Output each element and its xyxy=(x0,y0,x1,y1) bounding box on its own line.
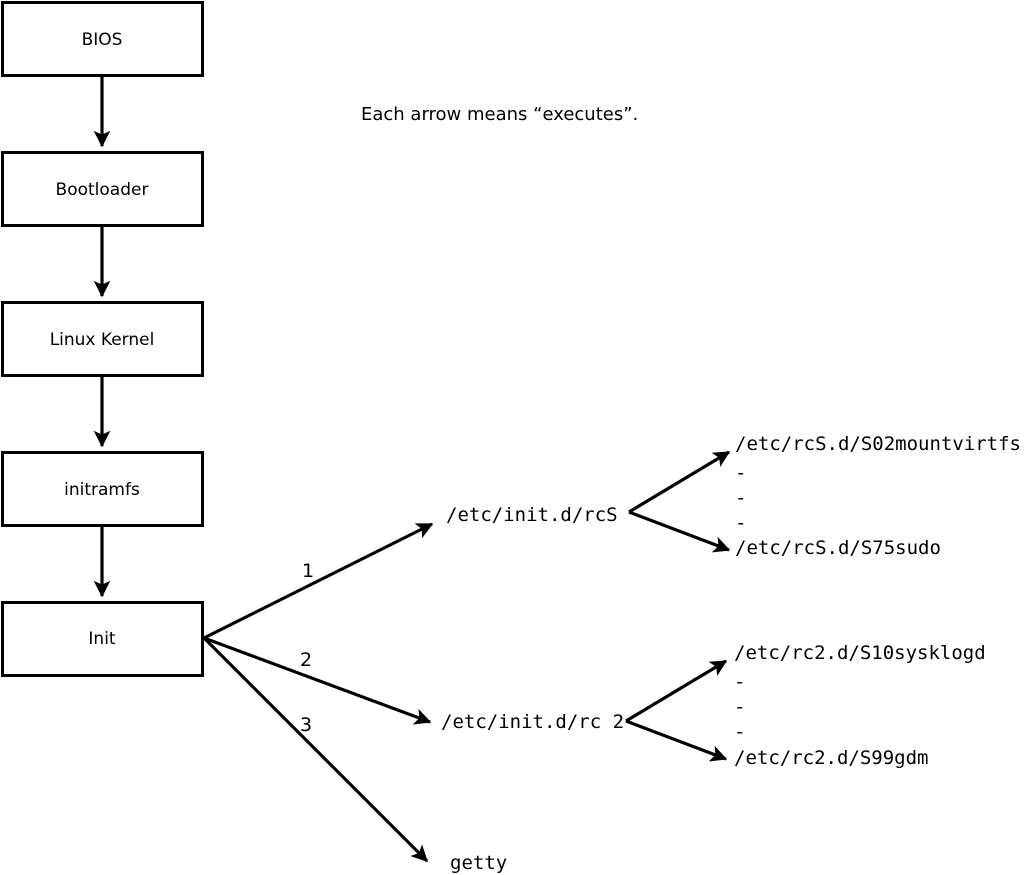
boot-chain-group: BIOS Bootloader Linux Kernel initramfs I… xyxy=(1,1,204,677)
node-bootloader[interactable]: Bootloader xyxy=(1,151,204,227)
rcs-ellipsis-dash-1: - xyxy=(735,462,746,484)
arrow-rcs-to-first-script xyxy=(628,450,731,514)
rcs-fanout-arrows xyxy=(628,450,731,553)
branch-number-3: 3 xyxy=(300,714,312,736)
label-getty[interactable]: getty xyxy=(450,852,507,874)
rc2-ellipsis-dash-3: - xyxy=(734,721,745,743)
init-branch-labels: /etc/init.d/rcS /etc/init.d/rc 2 getty xyxy=(441,504,624,874)
node-bios[interactable]: BIOS xyxy=(1,1,204,77)
init-branch-arrows xyxy=(202,522,434,863)
rcs-script-labels: /etc/rcS.d/S02mountvirtfs - - - /etc/rcS… xyxy=(735,433,1021,559)
node-linux-kernel-rect xyxy=(1,301,204,377)
rcs-ellipsis-dash-2: - xyxy=(735,487,746,509)
arrow-init-to-getty xyxy=(202,636,429,863)
node-initramfs-rect xyxy=(1,451,204,527)
init-branch-numbers: 1 2 3 xyxy=(300,560,314,736)
rc2-ellipsis-dash-1: - xyxy=(734,671,745,693)
node-bios-rect xyxy=(1,1,204,77)
arrow-rcs-to-last-script xyxy=(628,510,731,553)
branch-number-2: 2 xyxy=(300,649,312,671)
rc2-script-first[interactable]: /etc/rc2.d/S10sysklogd xyxy=(734,642,986,664)
label-etc-initd-rc2[interactable]: /etc/init.d/rc 2 xyxy=(441,711,624,733)
node-bios-label: BIOS xyxy=(82,30,123,50)
rcs-script-last[interactable]: /etc/rcS.d/S75sudo xyxy=(735,537,941,559)
node-bootloader-rect xyxy=(1,151,204,227)
node-init-label: Init xyxy=(88,629,116,649)
rcs-script-first[interactable]: /etc/rcS.d/S02mountvirtfs xyxy=(735,433,1021,455)
caption-text: Each arrow means “executes”. xyxy=(361,104,638,125)
arrow-init-to-rc2 xyxy=(203,636,432,725)
node-bootloader-label: Bootloader xyxy=(56,180,149,200)
node-init[interactable]: Init xyxy=(1,601,204,677)
arrow-rc2-to-first-script xyxy=(625,659,728,723)
rcs-ellipsis-dash-3: - xyxy=(735,512,746,534)
arrow-init-to-rcs xyxy=(203,522,434,640)
node-initramfs-label: initramfs xyxy=(64,480,140,500)
node-initramfs[interactable]: initramfs xyxy=(1,451,204,527)
rc2-script-labels: /etc/rc2.d/S10sysklogd - - - /etc/rc2.d/… xyxy=(734,642,986,769)
rc2-script-last[interactable]: /etc/rc2.d/S99gdm xyxy=(734,747,928,769)
node-linux-kernel[interactable]: Linux Kernel xyxy=(1,301,204,377)
rc2-ellipsis-dash-2: - xyxy=(734,696,745,718)
branch-number-1: 1 xyxy=(302,560,314,582)
node-init-rect xyxy=(1,601,204,677)
node-linux-kernel-label: Linux Kernel xyxy=(50,330,155,350)
label-etc-initd-rcs[interactable]: /etc/init.d/rcS xyxy=(446,504,618,526)
arrow-rc2-to-last-script xyxy=(625,719,728,762)
rc2-fanout-arrows xyxy=(625,659,728,762)
